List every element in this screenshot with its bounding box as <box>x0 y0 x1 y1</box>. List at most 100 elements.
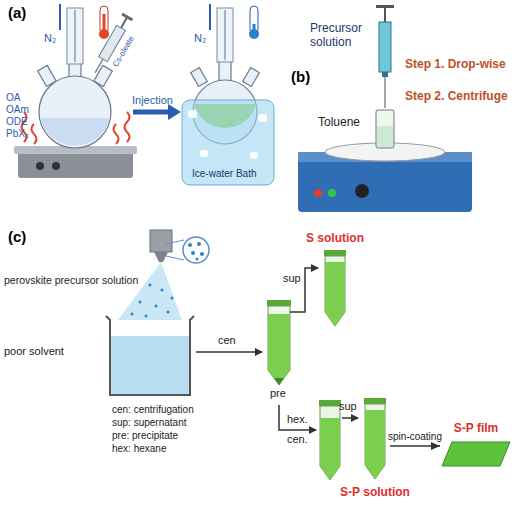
abbreviation-note: sup: supernatant <box>112 417 187 429</box>
spray-nozzle <box>150 230 172 262</box>
beaker <box>106 316 194 395</box>
tube-cap <box>364 398 386 404</box>
stirrer <box>298 143 472 212</box>
tube-label: S-P solution <box>340 486 410 499</box>
beaker <box>106 316 194 395</box>
spray-nozzle <box>154 252 168 262</box>
heat-waves <box>125 112 130 142</box>
step-label: sup <box>339 400 357 413</box>
condenser <box>74 10 76 62</box>
vial <box>377 126 393 147</box>
syringe <box>95 59 103 73</box>
process-arrow <box>342 417 358 419</box>
ice-water-bath <box>182 100 274 185</box>
condenser <box>67 8 83 64</box>
reagent-label: Precursor solution <box>310 22 372 50</box>
vial <box>376 110 394 148</box>
solution-tube: S solution <box>320 232 350 327</box>
centrifuge-tube <box>319 400 341 406</box>
centrifuge-tube <box>267 300 291 385</box>
magnified-view <box>197 242 201 246</box>
film-shape <box>442 442 510 466</box>
bath-label: Ice-water Bath <box>192 168 256 180</box>
abbreviation-note: cen: centrifugation <box>112 404 194 416</box>
solvent-label: Toluene <box>318 116 360 130</box>
step-label: pre <box>270 387 286 400</box>
condenser <box>67 8 83 64</box>
three-neck-flask <box>191 68 208 87</box>
centrifuge-tube <box>268 314 290 385</box>
gas-line <box>209 4 211 30</box>
step-label: Step 2. Centrifuge <box>405 90 508 104</box>
magnified-view <box>166 237 209 263</box>
solvent-label: poor solvent <box>4 345 64 358</box>
ice-water-bath <box>182 100 274 185</box>
gas-label: N₂ <box>44 32 56 45</box>
abbreviation-note: hex: hexane <box>112 443 167 455</box>
syringe <box>121 13 133 22</box>
injection-arrow <box>168 104 181 120</box>
spray-droplets <box>155 305 158 308</box>
centrifuge-tube <box>360 398 390 480</box>
magnified-view <box>196 258 199 261</box>
injection-arrow <box>133 110 170 115</box>
magnified-view <box>200 252 204 256</box>
panel-label: (b) <box>291 68 310 85</box>
step-label: hex. <box>287 413 308 426</box>
step-label: sup <box>283 272 301 285</box>
spray-droplets <box>139 301 142 304</box>
syringe <box>384 77 386 108</box>
stirrer <box>355 184 369 198</box>
condenser <box>224 10 226 60</box>
arrow-head <box>431 442 440 450</box>
spray-droplets <box>167 311 170 314</box>
three-neck-flask <box>219 60 231 82</box>
centrifuge-tube <box>320 406 340 480</box>
edge-label: spin-coating <box>388 431 442 442</box>
tube-solution <box>325 262 345 326</box>
three-neck-flask <box>243 68 260 87</box>
abbreviation-note: pre: precipitate <box>112 430 178 442</box>
spray-cone <box>118 262 182 320</box>
film-shape <box>440 440 512 468</box>
spray-droplets <box>131 284 174 318</box>
centrifuge-tube <box>320 418 340 480</box>
reagent-label: PbX₂ <box>6 128 29 140</box>
syringe <box>376 5 394 108</box>
process-arrow <box>390 442 440 450</box>
syringe <box>379 22 391 72</box>
spray-droplets <box>161 289 164 292</box>
vial <box>376 110 394 148</box>
step-label: Injection <box>132 94 173 107</box>
thermometer-cold <box>249 29 259 39</box>
spray-droplets <box>145 315 148 318</box>
magnified-view <box>183 237 209 263</box>
reagent-label: OAm <box>6 104 29 116</box>
reagent-label: perovskite precursor solution <box>4 274 138 286</box>
arrow-line <box>390 445 440 447</box>
magnified-view <box>166 240 184 244</box>
tube-solution <box>365 410 385 479</box>
tube-body <box>325 256 345 326</box>
step-label: cen. <box>287 433 308 446</box>
spray-droplets <box>171 297 174 300</box>
thermometer-cold <box>249 6 259 39</box>
ice-water-bath <box>258 114 267 122</box>
panel-label: (a) <box>8 4 26 21</box>
ice-water-bath <box>250 152 258 159</box>
magnified-view <box>188 243 192 247</box>
beaker <box>111 336 189 394</box>
heat-waves <box>114 124 119 144</box>
centrifuge-tube <box>320 250 350 327</box>
hot-plate <box>18 150 133 178</box>
spray-droplets <box>149 284 152 287</box>
process-arrow <box>279 405 316 430</box>
heat-waves <box>32 124 37 144</box>
magnified-view <box>166 256 184 260</box>
tube-body <box>365 404 385 479</box>
ice-water-bath <box>188 110 197 118</box>
film-node: S-P film <box>440 420 512 472</box>
syringe <box>376 5 394 8</box>
spray-droplets <box>131 313 134 316</box>
